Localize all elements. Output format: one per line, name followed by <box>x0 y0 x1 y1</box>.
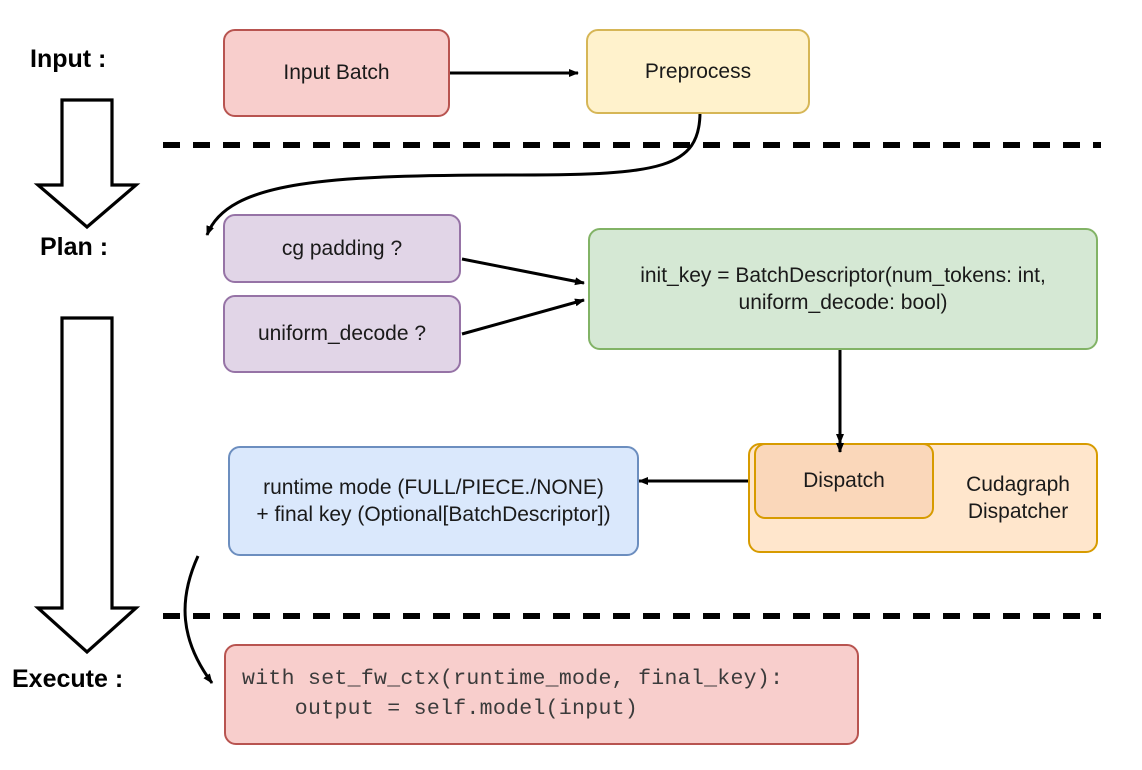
node-cg-padding-label: cg padding ? <box>281 236 403 260</box>
node-init-key[interactable]: init_key = BatchDescriptor(num_tokens: i… <box>588 228 1098 350</box>
node-input-batch[interactable]: Input Batch <box>223 29 450 117</box>
node-dispatch-label: Dispatch <box>803 469 885 493</box>
plan-to-execute-block-arrow <box>33 316 141 655</box>
stage-label-execute: Execute : <box>12 665 124 693</box>
node-dispatch[interactable]: Dispatch <box>754 443 934 519</box>
stage-label-plan: Plan : <box>40 233 109 261</box>
node-input-batch-label: Input Batch <box>283 61 390 85</box>
node-preprocess-label: Preprocess <box>644 59 752 83</box>
runtime-mode-to-execute-code <box>183 555 214 684</box>
node-execute-code-line2: output = self.model(input) <box>242 696 639 721</box>
node-init-key-line1: init_key = BatchDescriptor(num_tokens: i… <box>640 263 1046 287</box>
node-execute-code[interactable]: with set_fw_ctx(runtime_mode, final_key)… <box>224 644 859 745</box>
node-init-key-line2: uniform_decode: bool) <box>738 291 948 314</box>
input-to-plan-block-arrow <box>33 98 141 230</box>
node-runtime-mode-line2: + final key (Optional[BatchDescriptor]) <box>256 503 611 526</box>
stage-label-input: Input : <box>30 45 107 73</box>
node-runtime-mode-line1: runtime mode (FULL/PIECE./NONE) <box>263 475 604 499</box>
node-uniform-decode-label: uniform_decode ? <box>257 322 427 346</box>
cg-padding-to-init-key <box>461 257 585 286</box>
node-preprocess[interactable]: Preprocess <box>586 29 810 114</box>
node-uniform-decode[interactable]: uniform_decode ? <box>223 295 461 373</box>
node-execute-code-line1: with set_fw_ctx(runtime_mode, final_key)… <box>242 667 784 692</box>
node-cg-padding[interactable]: cg padding ? <box>223 214 461 283</box>
uniform-decode-to-init-key <box>461 298 585 336</box>
node-cudagraph-dispatcher-label: Cudagraph Dispatcher <box>966 472 1070 523</box>
node-runtime-mode[interactable]: runtime mode (FULL/PIECE./NONE) + final … <box>228 446 639 556</box>
